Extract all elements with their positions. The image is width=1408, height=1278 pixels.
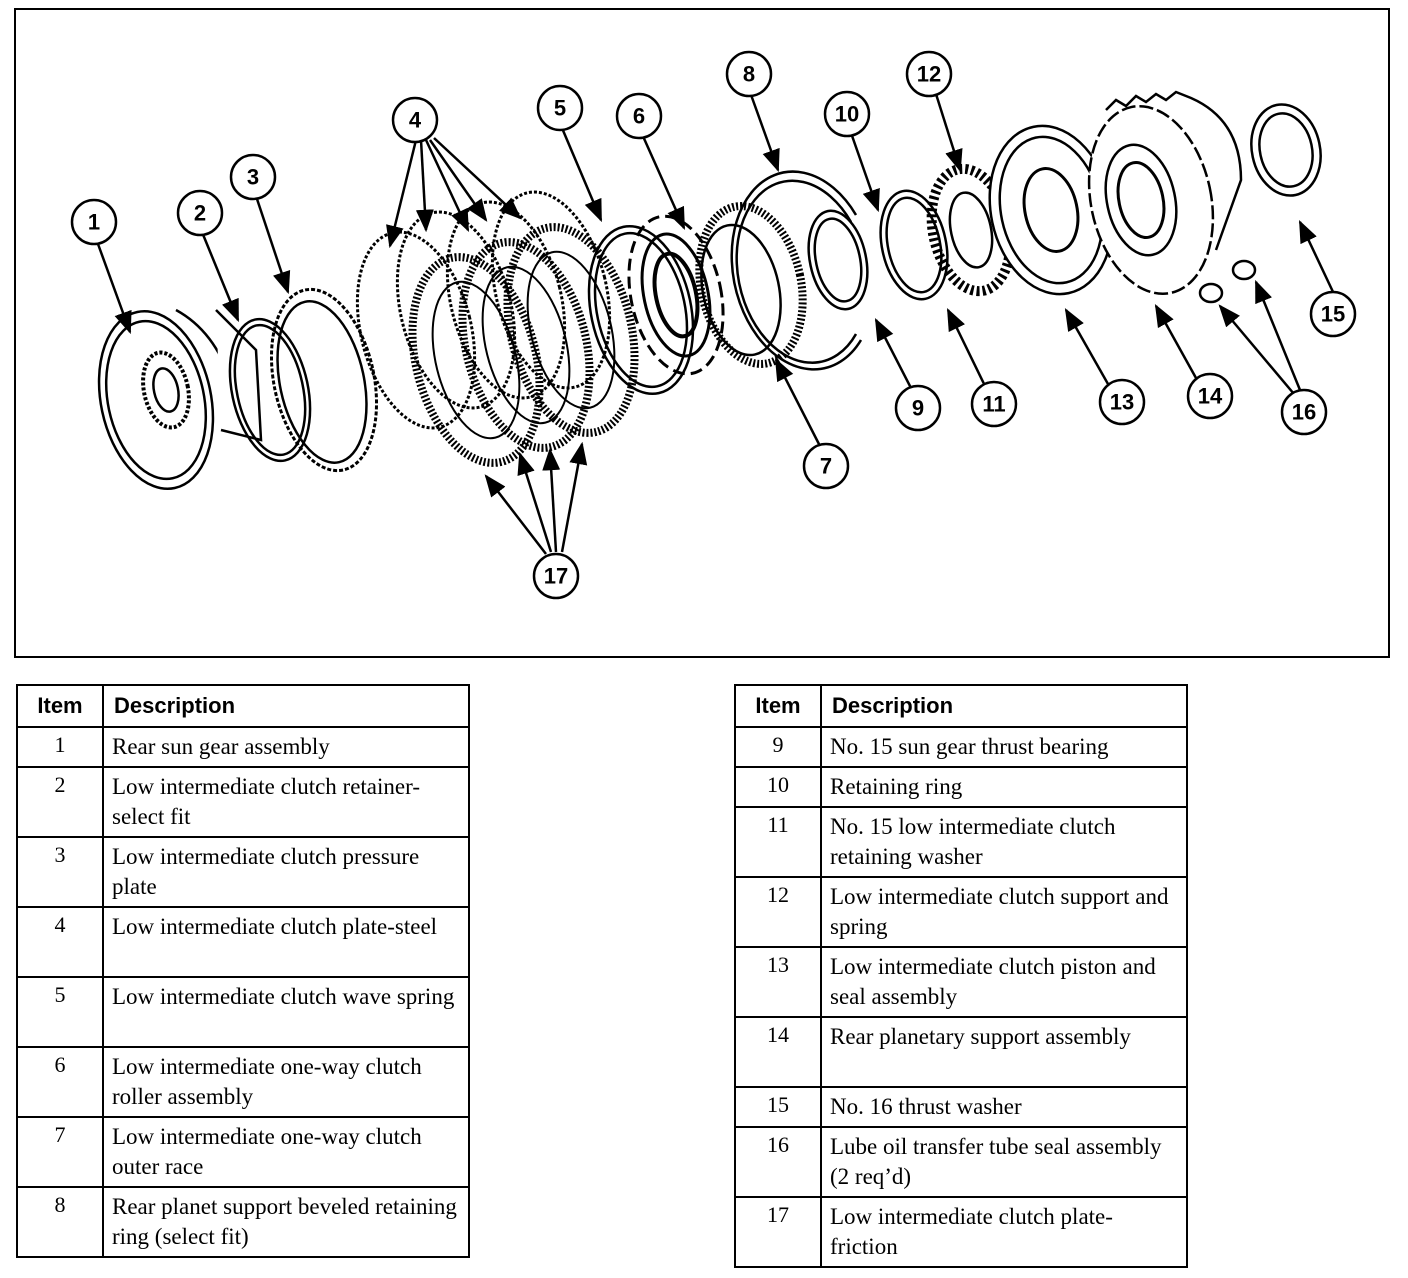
table-row: 4 Low intermediate clutch plate-steel	[16, 906, 470, 978]
callout-15: 15	[1321, 302, 1345, 327]
callout-9: 9	[912, 396, 924, 421]
item-number: 15	[734, 1086, 822, 1128]
table-header-row: Item Description	[16, 684, 470, 728]
item-number: 16	[734, 1126, 822, 1198]
callout-10: 10	[835, 102, 859, 127]
table-header-row: Item Description	[734, 684, 1188, 728]
item-number: 4	[16, 906, 104, 978]
table-row: 10 Retaining ring	[734, 766, 1188, 808]
item-number: 17	[734, 1196, 822, 1268]
part-rear-sun-gear	[97, 308, 263, 491]
item-number: 11	[734, 806, 822, 878]
callout-14: 14	[1198, 384, 1223, 409]
header-description: Description	[820, 684, 1188, 728]
part-planetary-support	[1087, 90, 1243, 296]
header-description: Description	[102, 684, 470, 728]
part-beveled-ring	[730, 170, 863, 371]
part-pressure-plate	[269, 287, 379, 473]
table-row: 9 No. 15 sun gear thrust bearing	[734, 726, 1188, 768]
table-row: 14 Rear planetary support assembly	[734, 1016, 1188, 1088]
part-piston-seal	[988, 124, 1114, 296]
callout-1: 1	[88, 210, 100, 235]
table-row: 13 Low intermediate clutch piston and se…	[734, 946, 1188, 1018]
item-description: Low intermediate clutch plate-friction	[820, 1196, 1188, 1268]
item-number: 5	[16, 976, 104, 1048]
item-description: Rear planet support beveled retaining ri…	[102, 1186, 470, 1258]
item-number: 9	[734, 726, 822, 768]
part-thrust-washer	[1250, 103, 1322, 197]
item-description: No. 15 low intermediate clutch retaining…	[820, 806, 1188, 878]
item-number: 13	[734, 946, 822, 1018]
callout-8: 8	[743, 62, 755, 87]
table-row: 16 Lube oil transfer tube seal assembly …	[734, 1126, 1188, 1198]
item-description: Low intermediate clutch piston and seal …	[820, 946, 1188, 1018]
table-row: 12 Low intermediate clutch support and s…	[734, 876, 1188, 948]
part-thrust-bearing	[807, 209, 869, 311]
item-number: 3	[16, 836, 104, 908]
table-row: 2 Low intermediate clutch retainer-selec…	[16, 766, 470, 838]
item-description: No. 16 thrust washer	[820, 1086, 1188, 1128]
item-number: 6	[16, 1046, 104, 1118]
parts-table-right: Item Description 9 No. 15 sun gear thrus…	[734, 684, 1188, 1268]
part-retaining-washer	[879, 189, 949, 301]
item-number: 10	[734, 766, 822, 808]
table-row: 15 No. 16 thrust washer	[734, 1086, 1188, 1128]
table-row: 17 Low intermediate clutch plate-frictio…	[734, 1196, 1188, 1268]
item-description: Low intermediate clutch support and spri…	[820, 876, 1188, 948]
header-item: Item	[734, 684, 822, 728]
leader-lines	[96, 91, 1336, 555]
parts-table-left: Item Description 1 Rear sun gear assembl…	[16, 684, 470, 1258]
callout-5: 5	[554, 96, 566, 121]
item-description: Low intermediate clutch pressure plate	[102, 836, 470, 908]
callout-16: 16	[1292, 400, 1316, 425]
callout-11: 11	[982, 392, 1005, 417]
item-number: 12	[734, 876, 822, 948]
table-row: 7 Low intermediate one-way clutch outer …	[16, 1116, 470, 1188]
item-description: Rear sun gear assembly	[102, 726, 470, 768]
table-row: 6 Low intermediate one-way clutch roller…	[16, 1046, 470, 1118]
part-outer-race	[695, 202, 807, 368]
item-number: 7	[16, 1116, 104, 1188]
item-description: Low intermediate clutch plate-steel	[102, 906, 470, 978]
item-description: No. 15 sun gear thrust bearing	[820, 726, 1188, 768]
callout-2: 2	[194, 201, 206, 226]
callout-circles	[70, 50, 1357, 600]
table-row: 11 No. 15 low intermediate clutch retain…	[734, 806, 1188, 878]
callout-3: 3	[247, 165, 259, 190]
part-clutch-plate-stack	[355, 190, 639, 467]
callout-7: 7	[820, 454, 832, 479]
table-row: 5 Low intermediate clutch wave spring	[16, 976, 470, 1048]
part-tube-seals	[1198, 259, 1257, 304]
item-description: Lube oil transfer tube seal assembly (2 …	[820, 1126, 1188, 1198]
part-roller-assembly	[627, 214, 725, 376]
table-row: 1 Rear sun gear assembly	[16, 726, 470, 768]
callout-6: 6	[633, 104, 645, 129]
header-item: Item	[16, 684, 104, 728]
callout-17: 17	[544, 564, 568, 589]
exploded-view-diagram: 1 2 3 4 5 6 7 8 9 10 11 12 13 14 15 16 1…	[14, 8, 1390, 658]
item-description: Low intermediate clutch retainer-select …	[102, 766, 470, 838]
callout-4: 4	[409, 108, 422, 133]
part-retainer-ring	[228, 317, 312, 463]
item-description: Rear planetary support assembly	[820, 1016, 1188, 1088]
item-number: 14	[734, 1016, 822, 1088]
table-row: 3 Low intermediate clutch pressure plate	[16, 836, 470, 908]
item-description: Low intermediate one-way clutch roller a…	[102, 1046, 470, 1118]
callout-13: 13	[1110, 390, 1134, 415]
item-description: Low intermediate one-way clutch outer ra…	[102, 1116, 470, 1188]
item-number: 2	[16, 766, 104, 838]
item-description: Low intermediate clutch wave spring	[102, 976, 470, 1048]
diagram-drawing: 1 2 3 4 5 6 7 8 9 10 11 12 13 14 15 16 1…	[70, 50, 1357, 600]
part-wave-spring	[587, 224, 695, 396]
item-description: Retaining ring	[820, 766, 1188, 808]
callout-12: 12	[917, 62, 941, 87]
table-row: 8 Rear planet support beveled retaining …	[16, 1186, 470, 1258]
item-number: 1	[16, 726, 104, 768]
item-number: 8	[16, 1186, 104, 1258]
